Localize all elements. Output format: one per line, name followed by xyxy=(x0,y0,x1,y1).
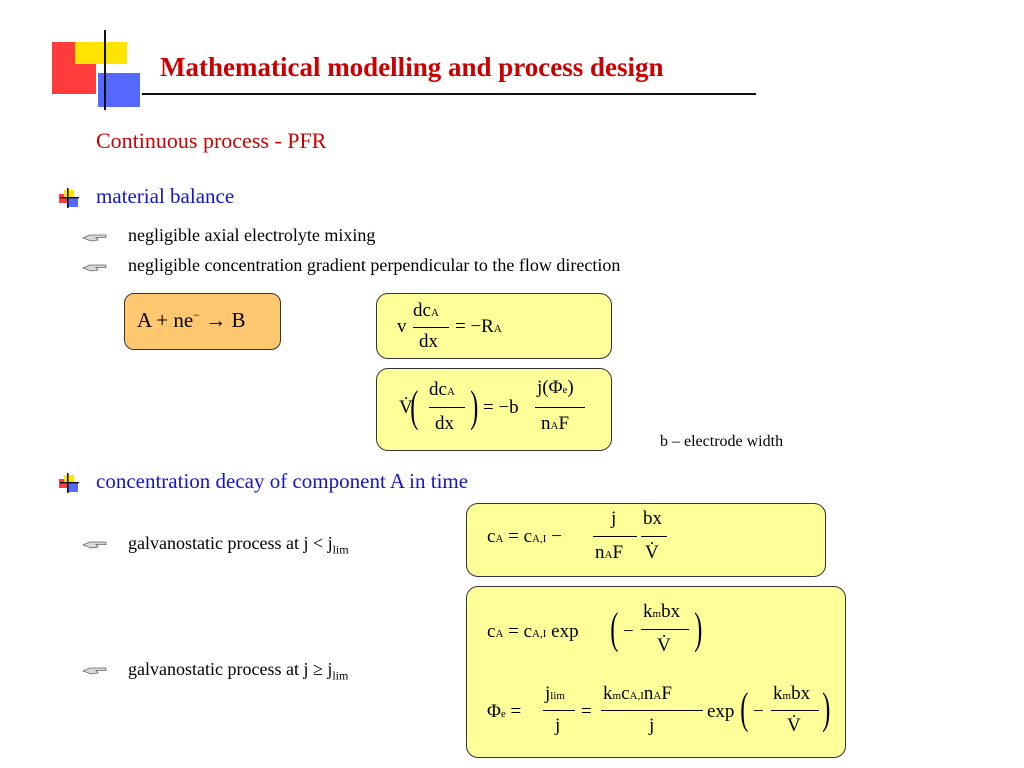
section-heading-concentration-decay: concentration decay of component A in ti… xyxy=(96,469,469,493)
logo-yellow-block xyxy=(75,42,127,64)
reaction-equation-box: A + ne− → B xyxy=(124,293,281,350)
title-underline xyxy=(142,93,756,95)
item-concentration-gradient: negligible concentration gradient perpen… xyxy=(128,255,621,275)
subtitle: Continuous process - PFR xyxy=(96,128,327,153)
reaction-equation: A + ne− → B xyxy=(137,308,246,332)
logo-vertical-line xyxy=(104,30,106,110)
item-galvanostatic-below-limit: galvanostatic process at j < jlim xyxy=(128,533,349,557)
equation-box-galvanostatic-high: cA = cA,I exp ( − kmbx V̇ ) Φe = jlim j … xyxy=(466,586,846,758)
page-title: Mathematical modelling and process desig… xyxy=(160,52,664,82)
bullet-square-icon xyxy=(59,473,79,493)
bullet-square-icon xyxy=(59,188,79,208)
section-heading-material-balance: material balance xyxy=(96,184,235,208)
pointing-hand-icon xyxy=(82,541,107,549)
item-axial-mixing: negligible axial electrolyte mixing xyxy=(128,225,376,245)
pointing-hand-icon xyxy=(82,667,107,675)
electrode-width-note: b – electrode width xyxy=(660,433,784,450)
equation-box-galvanostatic-low: cA = cA,I − j nAF bx V̇ xyxy=(466,503,826,577)
pointing-hand-icon xyxy=(82,234,107,242)
equation-box-balance: v dcA dx = −RA xyxy=(376,293,612,359)
item-galvanostatic-above-limit: galvanostatic process at j ≥ jlim xyxy=(128,659,349,683)
equation-box-flow: V̇ ( dcA dx ) = −b j(Φe) nAF xyxy=(376,368,612,451)
pointing-hand-icon xyxy=(82,264,107,272)
